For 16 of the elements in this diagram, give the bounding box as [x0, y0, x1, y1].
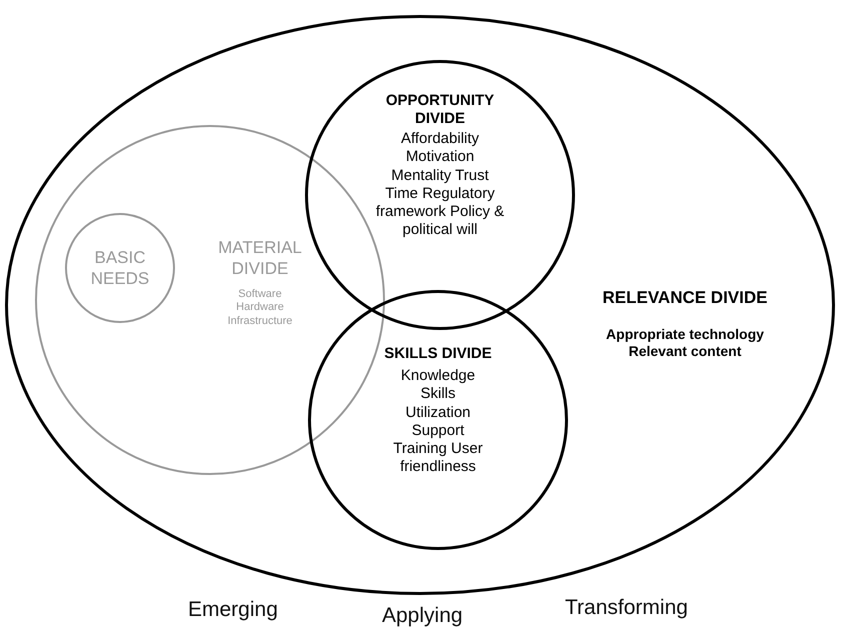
- ellipse-region: [5, 15, 835, 595]
- ellipse-region: [65, 213, 175, 323]
- factor-list: Software Hardware Infrastructure: [215, 288, 305, 328]
- ellipse-region: [305, 60, 575, 330]
- region-title: RELEVANCE DIVIDE: [602, 288, 768, 309]
- stage-label: Transforming: [565, 596, 688, 620]
- region-title: MATERIAL DIVIDE: [217, 238, 303, 280]
- ellipse-region: [308, 290, 568, 550]
- factor-list: Affordability Motivation Mentality Trust Time Regulatory framework Policy & political will: [375, 130, 505, 240]
- stage-label: Emerging: [188, 598, 278, 622]
- region-title: SKILLS DIVIDE: [383, 345, 493, 364]
- factor-list: Knowledge Skills Utilization Support Training User friendliness: [388, 367, 488, 477]
- region-title: BASIC NEEDS: [90, 248, 150, 290]
- factor-list: Appropriate technology Relevant content: [585, 326, 785, 360]
- stage-label: Applying: [382, 604, 463, 628]
- region-title: OPPORTUNITY DIVIDE: [384, 92, 496, 129]
